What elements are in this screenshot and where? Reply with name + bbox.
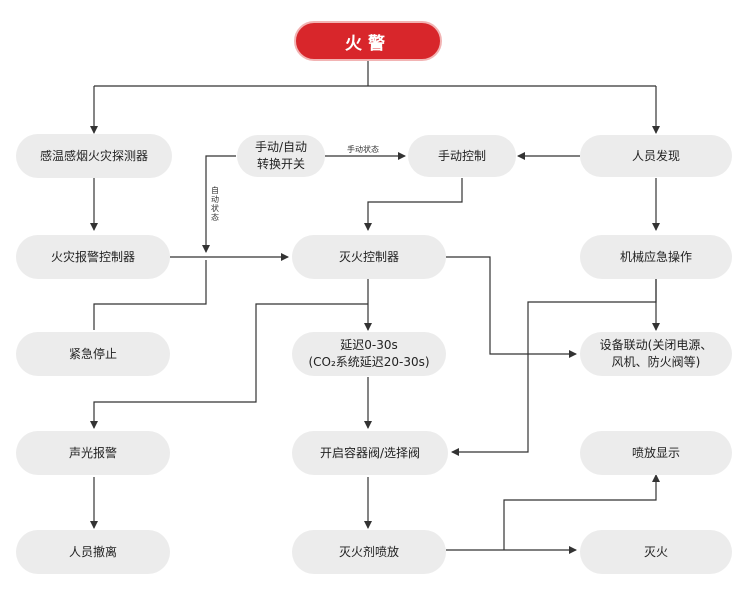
mechanical-emergency-label: 机械应急操作 (619, 249, 692, 264)
mechanical-emergency-node: 机械应急操作 (580, 235, 732, 279)
agent-spray-label: 灭火剂喷放 (338, 544, 399, 559)
spray-display-label: 喷放显示 (631, 445, 680, 460)
extinguish-controller-node: 灭火控制器 (292, 235, 446, 279)
manual-state-label: 手动状态 (347, 145, 379, 154)
edge-spray-to-display (503, 474, 660, 550)
person-discovers-label: 人员发现 (631, 148, 680, 163)
spray-display-node: 喷放显示 (580, 431, 732, 475)
emergency-stop-label: 紧急停止 (68, 346, 117, 361)
emergency-stop-node: 紧急停止 (16, 332, 170, 376)
manual-control-node: 手动控制 (408, 135, 516, 177)
delay-node: 延迟0-30s (CO₂系统延迟20-30s) (292, 332, 446, 376)
switch-label-line2: 转换开关 (256, 157, 305, 171)
edge-mechanical-to-valve (451, 279, 657, 456)
linkage-label-line1: 设备联动(关闭电源、 (599, 338, 713, 352)
manual-auto-switch-node: 手动/自动 转换开关 (237, 135, 325, 177)
fire-alarm-title: 火警 (294, 21, 442, 61)
delay-label-line1: 延迟0-30s (340, 338, 398, 352)
edge-switch-auto (202, 155, 236, 253)
open-valve-node: 开启容器阀/选择阀 (292, 431, 448, 475)
smoke-detector-node: 感温感烟火灾探测器 (16, 134, 172, 178)
equipment-linkage-node: 设备联动(关闭电源、 风机、防火阀等) (580, 332, 732, 376)
linkage-label-line2: 风机、防火阀等) (611, 355, 701, 369)
edge-manual-to-extinguish (364, 178, 463, 231)
evacuation-label: 人员撤离 (68, 544, 117, 559)
smoke-detector-label: 感温感烟火灾探测器 (39, 148, 148, 163)
person-discovers-node: 人员发现 (580, 135, 732, 177)
sound-light-alarm-label: 声光报警 (68, 445, 117, 460)
edge-extinguish-to-sound (90, 303, 368, 429)
open-valve-label: 开启容器阀/选择阀 (319, 445, 421, 460)
fire-alarm-controller-label: 火灾报警控制器 (50, 249, 135, 264)
switch-label-line1: 手动/自动 (254, 140, 308, 154)
fire-alarm-controller-node: 火灾报警控制器 (16, 235, 170, 279)
extinguish-controller-label: 灭火控制器 (338, 249, 399, 264)
fire-out-node: 灭火 (580, 530, 732, 574)
edge-emergency-stop-to-line (93, 260, 207, 330)
agent-spray-node: 灭火剂喷放 (292, 530, 446, 574)
delay-label-line2: (CO₂系统延迟20-30s) (308, 355, 430, 369)
sound-light-alarm-node: 声光报警 (16, 431, 170, 475)
manual-control-label: 手动控制 (437, 148, 486, 163)
fire-out-label: 灭火 (643, 544, 668, 559)
auto-state-label: 自动状态 (211, 186, 219, 222)
evacuation-node: 人员撤离 (16, 530, 170, 574)
edge-extinguish-to-linkage (446, 256, 577, 358)
